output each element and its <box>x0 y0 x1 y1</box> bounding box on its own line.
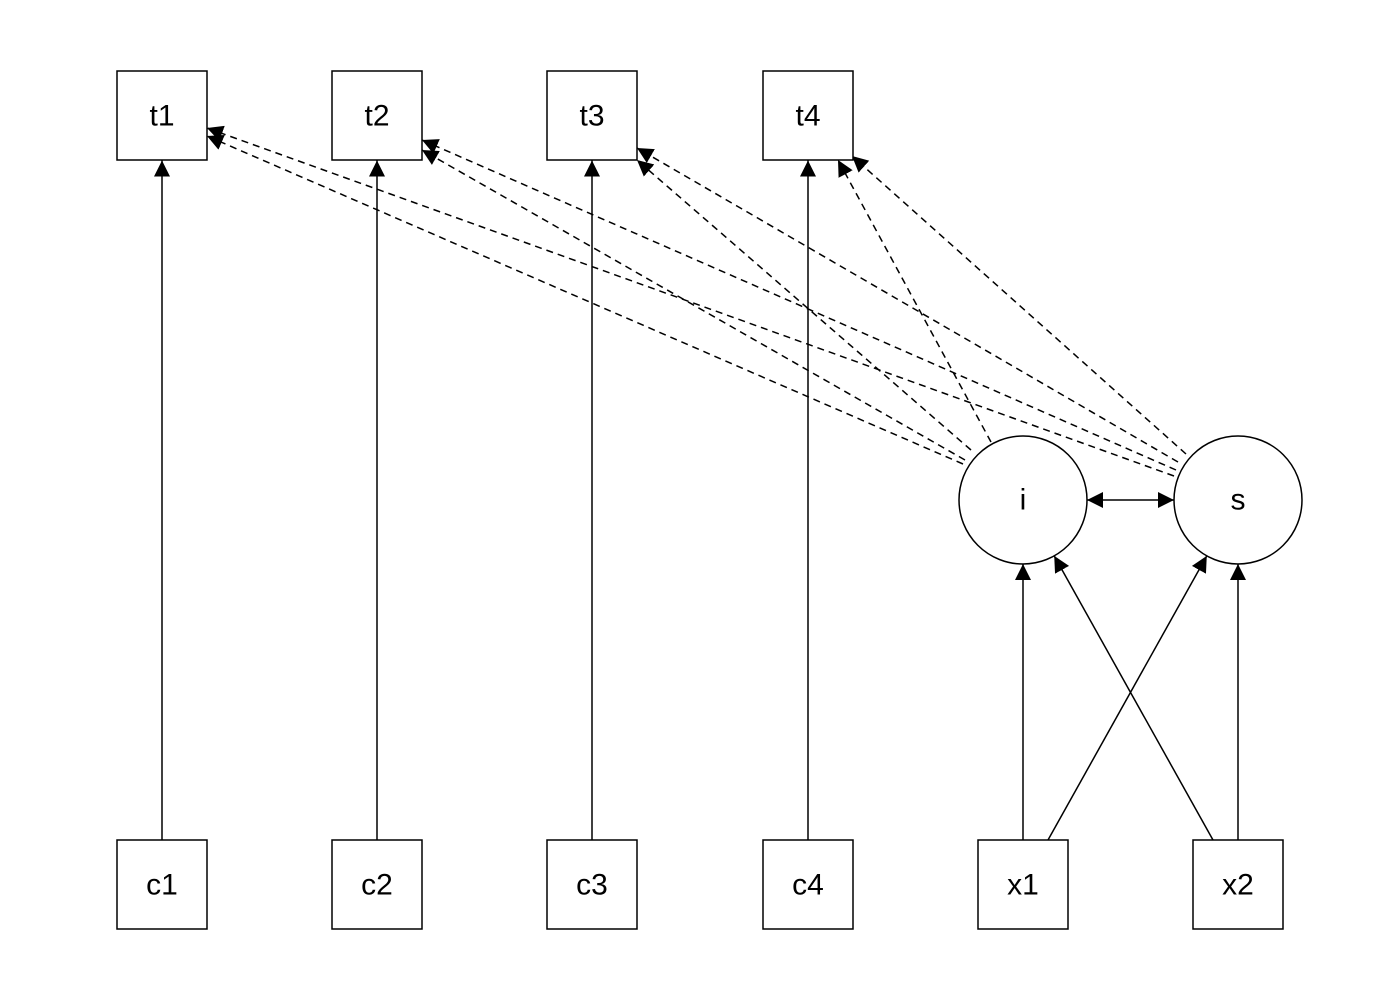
node-c1-label: c1 <box>146 869 178 902</box>
edge-x1-to-s <box>1047 555 1208 841</box>
node-t1: t1 <box>116 70 208 161</box>
node-t2: t2 <box>331 70 423 161</box>
node-i: i <box>958 435 1088 565</box>
edge-i-to-t4 <box>837 159 992 443</box>
edge-i-to-t2 <box>421 149 966 461</box>
node-s-label: s <box>1231 484 1246 517</box>
node-s: s <box>1173 435 1303 565</box>
node-t3-label: t3 <box>579 100 604 133</box>
node-t4: t4 <box>762 70 854 161</box>
edge-s-to-t4 <box>851 155 1187 455</box>
edge-layer <box>154 125 1246 841</box>
node-t4-label: t4 <box>795 100 820 133</box>
node-c2-label: c2 <box>361 869 393 902</box>
node-layer: t1 t2 t3 t4 c1 c2 c3 c4 <box>116 70 1303 930</box>
node-c4: c4 <box>762 839 854 930</box>
node-i-label: i <box>1020 484 1027 517</box>
node-c4-label: c4 <box>792 869 824 902</box>
node-x1: x1 <box>977 839 1069 930</box>
node-c3: c3 <box>546 839 638 930</box>
edge-i-to-t1 <box>206 135 964 465</box>
edge-s-to-t3 <box>636 147 1179 463</box>
node-x2: x2 <box>1192 839 1284 930</box>
node-x2-label: x2 <box>1222 869 1254 902</box>
edge-s-to-t2 <box>421 139 1177 471</box>
node-t3: t3 <box>546 70 638 161</box>
edge-s-to-t1 <box>206 125 1175 477</box>
node-x1-label: x1 <box>1007 869 1039 902</box>
node-c1: c1 <box>116 839 208 930</box>
node-t1-label: t1 <box>149 100 174 133</box>
node-c2: c2 <box>331 839 423 930</box>
node-c3-label: c3 <box>576 869 608 902</box>
edge-x2-to-i <box>1053 555 1214 841</box>
edge-i-to-t3 <box>636 159 972 451</box>
node-t2-label: t2 <box>364 100 389 133</box>
